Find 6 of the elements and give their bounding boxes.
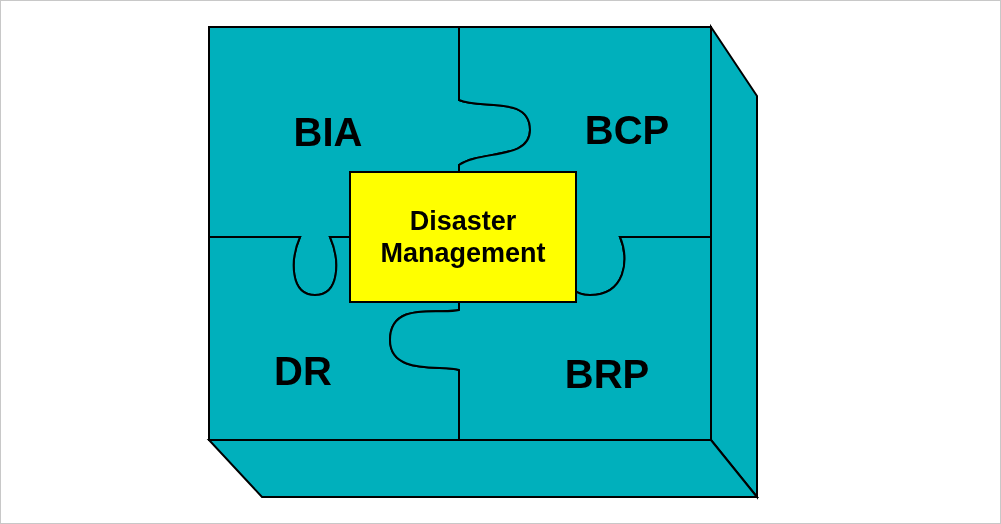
piece-label: BIA bbox=[293, 112, 363, 152]
piece-label: BRP bbox=[564, 354, 650, 394]
center-box bbox=[349, 171, 577, 303]
piece-label: BCP bbox=[584, 110, 670, 150]
center-label: Disaster Management bbox=[379, 204, 547, 270]
piece-label: DR bbox=[274, 351, 332, 391]
